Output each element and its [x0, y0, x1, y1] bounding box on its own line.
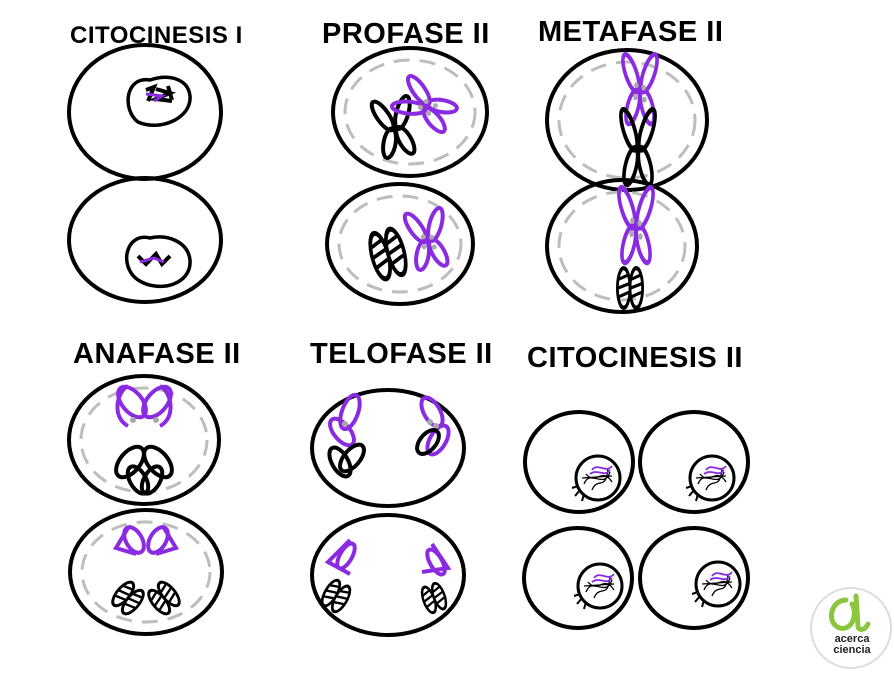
metafase-2-cell-bottom [545, 178, 699, 314]
citocinesis-2-cell-3 [522, 526, 634, 630]
citocinesis-1-cell-bottom [67, 176, 223, 304]
citocinesis-2-cell-4 [638, 526, 750, 630]
telofase-2-cell-bottom [310, 513, 466, 637]
stage-title-citocinesis-2: CITOCINESIS II [527, 342, 743, 374]
stage-title-profase-2: PROFASE II [322, 18, 490, 50]
stage-title-telofase-2: TELOFASE II [310, 338, 493, 370]
logo-wordmark: acerca ciencia [822, 634, 882, 656]
citocinesis-2-cell-1 [523, 410, 635, 514]
logo-line-1: acerca [834, 633, 870, 645]
metafase-2-cell-top [545, 48, 709, 192]
stage-title-anafase-2: ANAFASE II [73, 338, 241, 370]
profase-2-cell-bottom [325, 182, 475, 306]
anafase-2-cell-bottom [68, 508, 224, 636]
acerca-ciencia-logo [810, 587, 892, 669]
anafase-2-cell-top [67, 374, 221, 506]
citocinesis-1-cell-top [67, 43, 223, 181]
telofase-2-cell-top [310, 388, 466, 508]
citocinesis-2-cell-2 [638, 410, 750, 514]
stage-title-metafase-2: METAFASE II [538, 16, 724, 48]
profase-2-cell-top [331, 46, 489, 178]
logo-line-2: ciencia [833, 644, 871, 656]
